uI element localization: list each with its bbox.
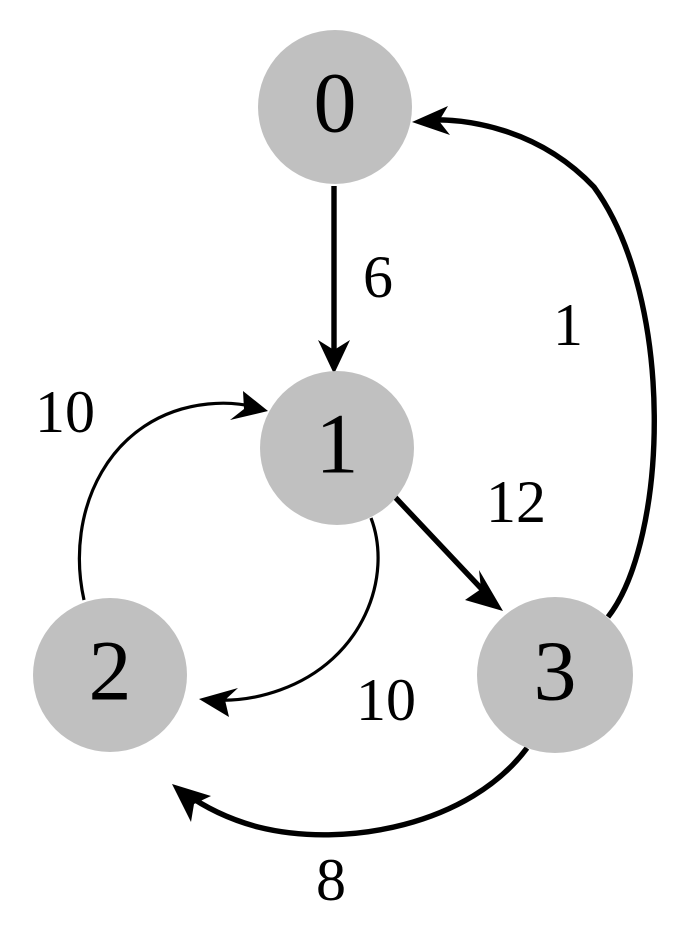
node-0-circle <box>258 30 412 184</box>
node-3-label: 3 <box>534 623 577 719</box>
node-group: 0 1 2 3 <box>33 30 633 753</box>
edge-weight-3-to-2: 8 <box>316 847 346 913</box>
node-2[interactable]: 2 <box>33 598 187 752</box>
edge-1-to-2-line <box>213 517 380 702</box>
edge-group <box>77 106 657 838</box>
edge-3-to-2-line <box>183 746 530 838</box>
edge-1-to-2[interactable] <box>199 517 380 717</box>
arrowhead-3-to-2-icon <box>172 784 211 822</box>
edge-weight-0-to-1: 6 <box>363 244 393 310</box>
arrowhead-3-to-0-icon <box>412 106 450 135</box>
edge-3-to-0[interactable] <box>412 106 657 619</box>
node-3[interactable]: 3 <box>477 597 633 753</box>
arrowhead-2-to-1-icon <box>230 391 268 420</box>
node-0-label: 0 <box>314 55 357 151</box>
node-1[interactable]: 1 <box>260 371 414 525</box>
edge-0-to-1[interactable] <box>318 186 350 374</box>
edge-1-to-3-line <box>392 494 495 603</box>
node-3-circle <box>477 597 633 753</box>
edge-weight-2-to-1: 10 <box>35 379 95 445</box>
edge-label-group: 6 1 12 10 10 8 <box>35 244 583 913</box>
edge-2-to-1[interactable] <box>77 391 268 601</box>
node-1-circle <box>260 371 414 525</box>
edge-3-to-2[interactable] <box>172 746 530 838</box>
edge-weight-3-to-0: 1 <box>553 292 583 358</box>
arrowhead-1-to-2-icon <box>199 688 238 717</box>
edge-3-to-0-line <box>424 117 657 619</box>
node-1-label: 1 <box>316 396 359 492</box>
edge-weight-1-to-2: 10 <box>356 667 416 733</box>
node-2-label: 2 <box>89 623 132 719</box>
arrowhead-1-to-3-icon <box>465 570 503 611</box>
edge-weight-1-to-3: 12 <box>486 469 546 535</box>
node-2-circle <box>33 598 187 752</box>
node-0[interactable]: 0 <box>258 30 412 184</box>
edge-2-to-1-line <box>77 401 256 601</box>
edge-1-to-3[interactable] <box>392 494 503 611</box>
arrowhead-0-to-1-icon <box>318 340 350 374</box>
